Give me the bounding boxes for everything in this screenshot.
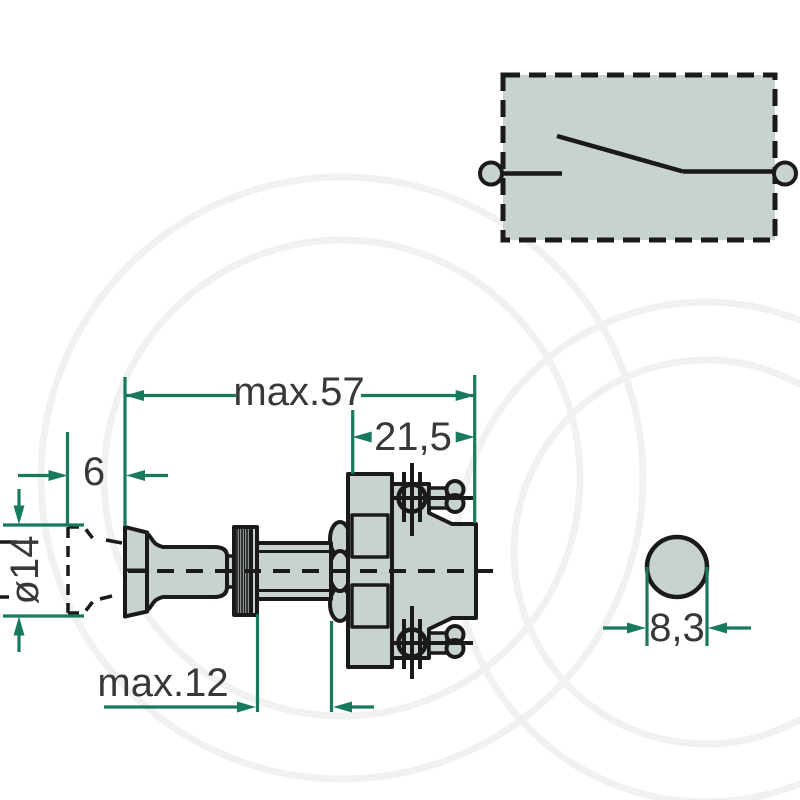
- switch-side-view: [0, 463, 497, 679]
- threaded-bushing: [255, 541, 333, 601]
- dimension-hole-diameter: [603, 567, 751, 646]
- dimension-knob-diameter: [3, 489, 84, 652]
- label-overall-length: max.57: [233, 370, 364, 414]
- terminal-screw-top: [390, 463, 473, 536]
- terminal-left-icon: [478, 160, 504, 187]
- mounting-hole-circle: [644, 534, 710, 600]
- terminal-screw-bottom: [390, 606, 473, 679]
- label-flange-offset: 6: [83, 450, 105, 494]
- dimension-body-length: [351, 410, 475, 474]
- label-knob-diameter: ø14: [3, 536, 47, 605]
- dimension-stroke-travel: [104, 614, 374, 713]
- switch-lever: [556, 133, 684, 174]
- dimension-overall-length: [123, 375, 477, 526]
- label-stroke-travel: max.12: [97, 661, 228, 705]
- dimension-labels: max.57 21,5 6 ø14 max.12 8,3: [3, 370, 705, 705]
- dimension-flange-offset: [18, 432, 168, 525]
- seal-collar: [327, 520, 353, 623]
- terminal-right-icon: [772, 160, 798, 187]
- dimension-lines: [3, 375, 751, 713]
- watermark-arcs: [37, 173, 800, 800]
- label-body-length: 21,5: [374, 415, 452, 459]
- circuit-symbol: [478, 72, 798, 243]
- knob-pulled-position-outline: [0, 525, 123, 615]
- label-hole-diameter: 8,3: [649, 606, 705, 650]
